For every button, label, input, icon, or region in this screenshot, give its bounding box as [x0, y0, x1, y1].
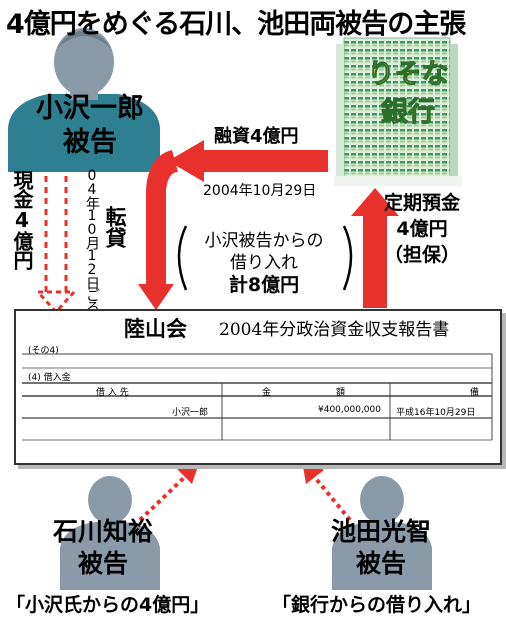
ikeda-name: 池田光智 [330, 517, 431, 546]
report-col-amount-1: 金 [262, 388, 272, 398]
report-title: 2004年分政治資金収支報告書 [219, 320, 450, 340]
cash-label: 現金4億円 [10, 170, 34, 269]
ikeda-role: 被告 [355, 549, 406, 578]
ikeda-figure [332, 476, 432, 590]
report-row-amount: ¥400,000,000 [318, 405, 381, 415]
ishikawa-figure [60, 476, 160, 590]
ishikawa-dotted-arrow [138, 460, 200, 522]
report-document [14, 309, 502, 465]
bank-building-icon [334, 37, 462, 186]
ozawa-name: 小沢一郎 [36, 93, 144, 124]
deposit-arrow [351, 188, 399, 308]
report-org: 陸山会 [124, 317, 187, 341]
ikeda-claim: 「銀行からの借り入れ」 [272, 594, 482, 616]
deposit-label: 定期預金 4億円 （担保） [384, 190, 460, 268]
bank-name: りそな 銀行 [360, 56, 456, 132]
loan-label: 融資4億円 [214, 126, 299, 147]
ishikawa-claim: 「小沢氏からの4億円」 [6, 594, 210, 616]
ikeda-label: 池田光智 被告 [326, 516, 436, 580]
ozawa-figure [8, 28, 160, 172]
deposit-line3: （担保） [384, 244, 461, 266]
ozawa-label: 小沢一郎 被告 [20, 92, 160, 160]
bank-name-line2: 銀行 [381, 97, 436, 129]
report-subsection: (4) 借入金 [28, 373, 71, 383]
cash-date: 04年10月12日ごろ [84, 168, 100, 312]
left-bracket [177, 225, 188, 291]
borrowing-line1: 小沢被告からの [204, 231, 324, 251]
borrowing-total: 計8億円 [228, 274, 300, 296]
ishikawa-name: 石川知裕 [52, 517, 153, 546]
ozawa-role: 被告 [63, 127, 117, 158]
report-col-note: 備 [470, 388, 480, 398]
report-row-note: 平成16年10月29日 [396, 408, 476, 418]
deposit-line2: 4億円 [396, 218, 448, 240]
report-section: (その4) [28, 346, 59, 356]
deposit-line1: 定期預金 [384, 192, 461, 214]
report-col-lender: 借 入 先 [96, 388, 129, 398]
borrowing-line2: 借り入れ [230, 253, 298, 273]
transfer-label: 転貸 [103, 206, 127, 248]
bank-name-line1: りそな [367, 59, 449, 91]
report-col-amount-2: 額 [336, 388, 346, 398]
report-row-lender: 小沢一郎 [172, 408, 209, 418]
borrowing-note: 小沢被告からの 借り入れ 計8億円 [191, 230, 337, 296]
loan-arrow [138, 140, 328, 310]
ikeda-dotted-arrow [302, 460, 352, 522]
cash-dashed-arrow [34, 176, 78, 315]
loan-date: 2004年10月29日 [203, 183, 317, 199]
ishikawa-label: 石川知裕 被告 [48, 516, 158, 580]
right-bracket [342, 225, 353, 291]
page-title: 4億円をめぐる石川、池田両被告の主張 [6, 9, 466, 40]
ishikawa-role: 被告 [77, 549, 128, 578]
